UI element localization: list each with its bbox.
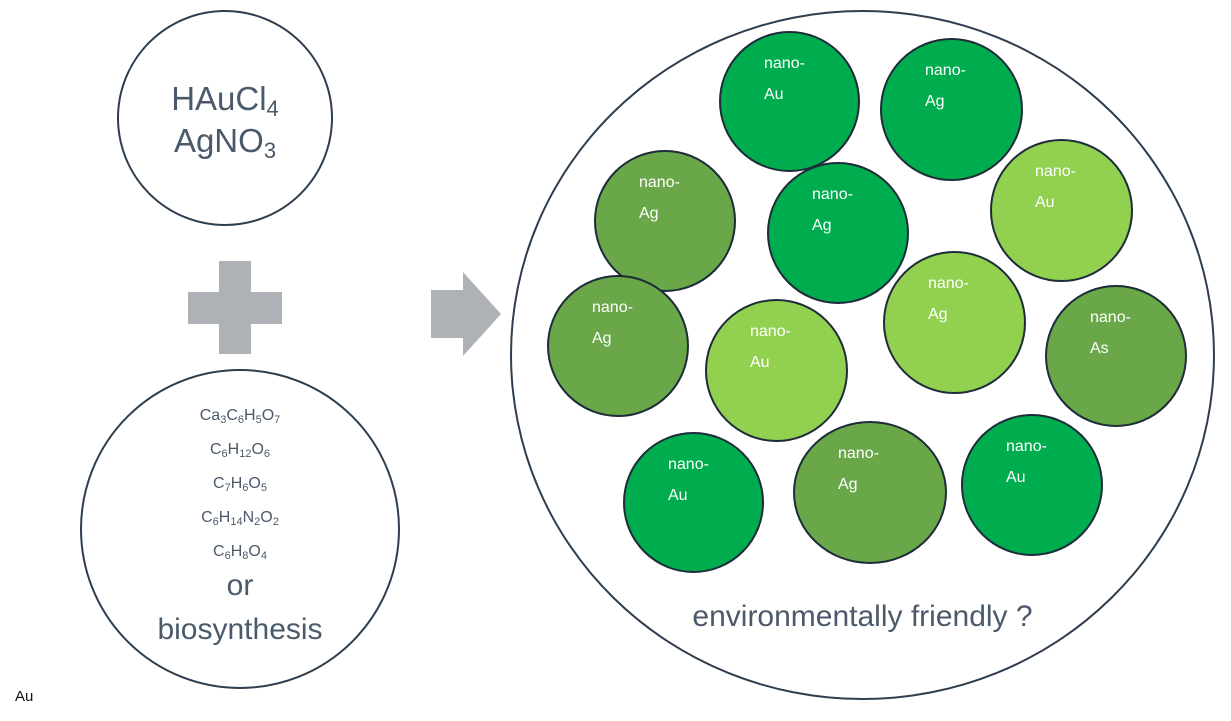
nanoparticle-circle: nano- Ag	[547, 275, 689, 417]
nanoparticle-circle: nano- Ag	[883, 251, 1026, 394]
right-arrow-icon	[431, 272, 501, 356]
nanoparticle-label-element: Ag	[925, 93, 945, 110]
precursor-formula: HAuCl4	[171, 80, 279, 121]
reducer-formula: Ca3C6H5O7	[199, 407, 281, 426]
nanoparticle-label-prefix: nano-	[592, 299, 633, 316]
nanoparticle-label-prefix: nano-	[1006, 438, 1047, 455]
nanoparticle-label-element: Au	[750, 354, 770, 371]
nanoparticle-label-prefix: nano-	[764, 55, 805, 72]
nanoparticle-label-element: Au	[764, 86, 784, 103]
reducer-biosynthesis-label: biosynthesis	[157, 613, 323, 646]
nanoparticle-circle: nano- Au	[623, 432, 764, 573]
precursor-formula: AgNO3	[173, 122, 277, 163]
nanoparticle-circle: nano- Au	[719, 31, 860, 172]
nanoparticle-label-prefix: nano-	[928, 275, 969, 292]
reducer-formula: C6H12O6	[209, 441, 271, 460]
nanoparticle-label-prefix: nano-	[750, 323, 791, 340]
nanoparticle-circle: nano- Ag	[767, 162, 909, 304]
nanoparticle-label-prefix: nano-	[1035, 163, 1076, 180]
nanoparticle-circle: nano- Au	[705, 299, 848, 442]
nanoparticle-circle: nano- Ag	[594, 150, 736, 292]
reducer-formula: C6H14N2O2	[201, 509, 279, 528]
nanoparticle-circle: nano- Au	[961, 414, 1103, 556]
footer-label: Au	[15, 688, 34, 705]
reducing-agent-circle	[80, 369, 400, 689]
nanoparticle-label-element: Ag	[812, 217, 832, 234]
nanoparticle-label-prefix: nano-	[668, 456, 709, 473]
reducer-formula: C7H6O5	[213, 475, 267, 494]
plus-icon-horizontal	[188, 292, 282, 324]
product-caption: environmentally friendly ?	[692, 600, 1033, 633]
nanoparticle-circle: nano- Ag	[880, 38, 1023, 181]
nanoparticle-label-element: Au	[668, 487, 688, 504]
nanoparticle-label-prefix: nano-	[639, 174, 680, 191]
nanoparticle-label-prefix: nano-	[1090, 309, 1131, 326]
reducer-formula: C6H8O4	[213, 543, 267, 562]
nanoparticle-label-prefix: nano-	[812, 186, 853, 203]
nanoparticle-label-element: Ag	[592, 330, 612, 347]
nanoparticle-label-prefix: nano-	[925, 62, 966, 79]
reducer-or-label: or	[226, 569, 254, 602]
nanoparticle-label-prefix: nano-	[838, 445, 879, 462]
precursor-circle	[117, 10, 333, 226]
nanoparticle-label-element: Ag	[639, 205, 659, 222]
nanoparticle-label-element: Ag	[928, 306, 948, 323]
nanoparticle-label-element: As	[1090, 340, 1109, 357]
nanoparticle-circle: nano- Au	[990, 139, 1133, 282]
nanoparticle-label-element: Ag	[838, 476, 858, 493]
nanoparticle-label-element: Au	[1006, 469, 1026, 486]
nanoparticle-circle: nano- As	[1045, 285, 1187, 427]
nanoparticle-circle: nano- Ag	[793, 421, 947, 564]
nanoparticle-label-element: Au	[1035, 194, 1055, 211]
